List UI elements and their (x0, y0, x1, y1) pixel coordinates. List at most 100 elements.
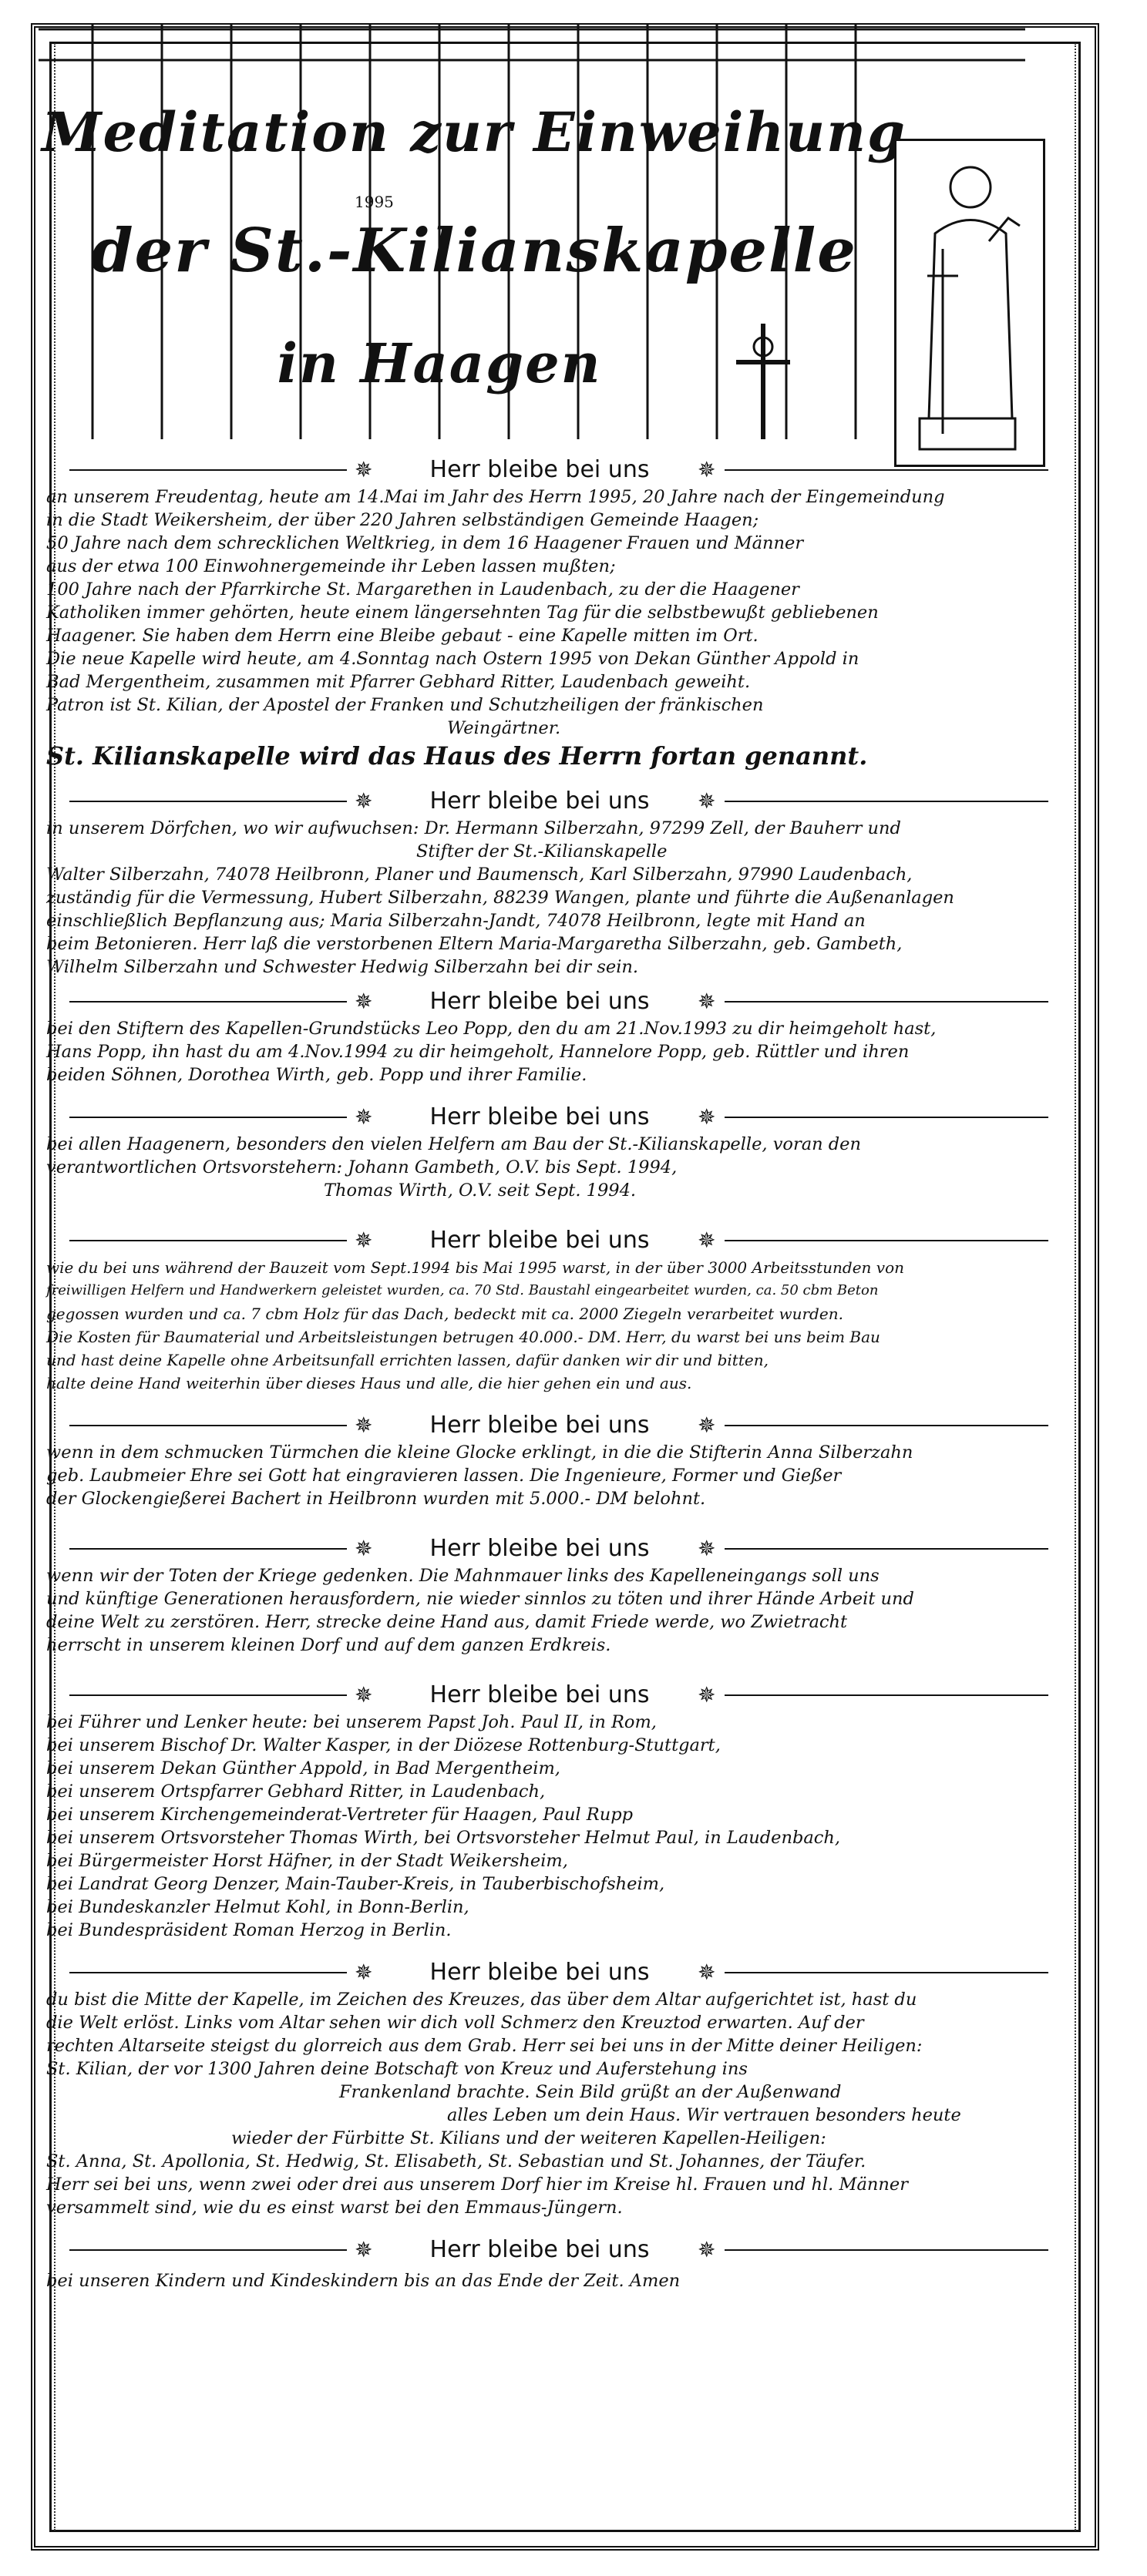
refrain-divider: ✵ Herr bleibe bei uns ✵ (46, 455, 1071, 485)
text-line: Stifter der St.-Kilianskapelle (416, 841, 668, 861)
section-5: wie du bei uns während der Bauzeit vom S… (46, 1256, 1071, 1395)
star-ornament-icon: ✵ (355, 788, 373, 814)
text-line: herrscht in unserem kleinen Dorf und auf… (46, 1635, 611, 1655)
text-line: verantwortlichen Ortsvorstehern: Johann … (46, 1157, 678, 1177)
header: Meditation zur Einweihung der St.-Kilian… (31, 23, 1045, 467)
refrain-label: Herr bleibe bei uns (429, 988, 650, 1015)
left-vine-ornament (37, 43, 56, 2531)
star-ornament-icon: ✵ (355, 1960, 373, 1985)
text-line: bei Bürgermeister Horst Häfner, in der S… (46, 1851, 568, 1871)
star-ornament-icon: ✵ (355, 1536, 373, 1561)
decorative-border (49, 42, 1081, 2532)
star-ornament-icon: ✵ (355, 1682, 373, 1708)
text-line: Frankenland brachte. Sein Bild grüßt an … (339, 2082, 842, 2102)
star-ornament-icon: ✵ (698, 1960, 716, 1985)
text-line: und hast deine Kapelle ohne Arbeitsunfal… (46, 1351, 769, 1369)
section-3: bei den Stiftern des Kapellen-Grundstück… (46, 1017, 1071, 1086)
saint-kilian-figure (918, 166, 1021, 451)
refrain-label: Herr bleibe bei uns (429, 1681, 650, 1708)
text-line: bei unserem Ortspfarrer Gebhard Ritter, … (46, 1782, 546, 1802)
section-9: du bist die Mitte der Kapelle, im Zeiche… (46, 1988, 1071, 2219)
text-line: Die Kosten für Baumaterial und Arbeitsle… (46, 1328, 880, 1346)
text-line: deine Welt zu zerstören. Herr, strecke d… (46, 1612, 847, 1632)
refrain-divider: ✵ Herr bleibe bei uns ✵ (46, 2235, 1071, 2265)
text-line: 50 Jahre nach dem schrecklichen Weltkrie… (46, 533, 804, 553)
text-line: freiwilligen Helfern und Handwerkern gel… (46, 1282, 879, 1298)
text-line: bei unserem Kirchengemeinderat-Vertreter… (46, 1805, 634, 1825)
refrain-divider: ✵ Herr bleibe bei uns ✵ (46, 786, 1071, 817)
text-line: in die Stadt Weikersheim, der über 220 J… (46, 510, 759, 530)
window-bars-ornament (39, 23, 1025, 439)
star-ornament-icon: ✵ (355, 989, 373, 1014)
header-year: 1995 (355, 193, 394, 211)
star-ornament-icon: ✵ (355, 1104, 373, 1130)
text-line: bei unserem Dekan Günther Appold, in Bad… (46, 1758, 560, 1778)
title-line-2: der St.-Kilianskapelle (91, 216, 857, 286)
section-1: an unserem Freudentag, heute am 14.Mai i… (46, 485, 1071, 772)
star-ornament-icon: ✵ (355, 1412, 373, 1438)
star-ornament-icon: ✵ (698, 1536, 716, 1561)
text-line: versammelt sind, wie du es einst warst b… (46, 2198, 623, 2218)
refrain-label: Herr bleibe bei uns (429, 1412, 650, 1439)
text-line: Die neue Kapelle wird heute, am 4.Sonnta… (46, 649, 859, 669)
text-line: halte deine Hand weiterhin über dieses H… (46, 1374, 692, 1392)
refrain-divider: ✵ Herr bleibe bei uns ✵ (46, 1680, 1071, 1711)
text-line: rechten Altarseite steigst du glorreich … (46, 2036, 923, 2056)
section-4: bei allen Haagenern, besonders den viele… (46, 1133, 1071, 1202)
text-line: geb. Laubmeier Ehre sei Gott hat eingrav… (46, 1466, 842, 1486)
text-line: wenn in dem schmucken Türmchen die klein… (46, 1442, 913, 1463)
text-line: Hans Popp, ihn hast du am 4.Nov.1994 zu … (46, 1042, 910, 1062)
star-ornament-icon: ✵ (355, 457, 373, 482)
refrain-label: Herr bleibe bei uns (429, 1959, 650, 1986)
text-line: bei unserem Bischof Dr. Walter Kasper, i… (46, 1735, 721, 1755)
text-line: St. Anna, St. Apollonia, St. Hedwig, St.… (46, 2151, 866, 2171)
text-line: beiden Söhnen, Dorothea Wirth, geb. Popp… (46, 1065, 587, 1085)
text-line: die Welt erlöst. Links vom Altar sehen w… (46, 2013, 864, 2033)
star-ornament-icon: ✵ (698, 457, 716, 482)
text-line: in unserem Dörfchen, wo wir aufwuchsen: … (46, 818, 901, 838)
right-vine-ornament (1075, 43, 1093, 2531)
refrain-divider: ✵ Herr bleibe bei uns ✵ (46, 1102, 1071, 1133)
star-ornament-icon: ✵ (698, 1104, 716, 1130)
star-ornament-icon: ✵ (355, 2237, 373, 2262)
star-ornament-icon: ✵ (698, 1682, 716, 1708)
refrain-label: Herr bleibe bei uns (429, 456, 650, 483)
section-10: bei unseren Kindern und Kindeskindern bi… (46, 2269, 1071, 2292)
star-ornament-icon: ✵ (698, 1228, 716, 1253)
refrain-divider: ✵ Herr bleibe bei uns ✵ (46, 1957, 1071, 1988)
text-line: bei allen Haagenern, besonders den viele… (46, 1134, 861, 1154)
text-line: zuständig für die Vermessung, Hubert Sil… (46, 888, 954, 908)
text-line: Haagener. Sie haben dem Herrn eine Bleib… (46, 626, 758, 646)
text-line: wenn wir der Toten der Kriege gedenken. … (46, 1566, 880, 1586)
star-ornament-icon: ✵ (698, 989, 716, 1014)
text-line: bei Bundeskanzler Helmut Kohl, in Bonn-B… (46, 1897, 469, 1917)
refrain-label: Herr bleibe bei uns (429, 1227, 650, 1254)
refrain-label: Herr bleibe bei uns (429, 1103, 650, 1130)
text-line: 100 Jahre nach der Pfarrkirche St. Marga… (46, 579, 799, 599)
text-line: Thomas Wirth, O.V. seit Sept. 1994. (324, 1181, 637, 1201)
section-6: wenn in dem schmucken Türmchen die klein… (46, 1441, 1071, 1510)
text-line: bei Landrat Georg Denzer, Main-Tauber-Kr… (46, 1874, 665, 1894)
star-ornament-icon: ✵ (355, 1228, 373, 1253)
section-2: in unserem Dörfchen, wo wir aufwuchsen: … (46, 817, 1071, 979)
text-line: und künftige Generationen herausfordern,… (46, 1589, 914, 1609)
text-line: an unserem Freudentag, heute am 14.Mai i… (46, 487, 945, 507)
text-line: beim Betonieren. Herr laß die verstorben… (46, 934, 903, 954)
refrain-label: Herr bleibe bei uns (429, 1535, 650, 1562)
text-line: wie du bei uns während der Bauzeit vom S… (46, 1258, 904, 1277)
text-line: bei unserem Ortsvorsteher Thomas Wirth, … (46, 1828, 841, 1848)
text-line: St. Kilianskapelle wird das Haus des Her… (46, 741, 868, 771)
text-line: Wilhelm Silberzahn und Schwester Hedwig … (46, 957, 639, 977)
refrain-label: Herr bleibe bei uns (429, 788, 650, 814)
section-7: wenn wir der Toten der Kriege gedenken. … (46, 1564, 1071, 1657)
star-ornament-icon: ✵ (698, 1412, 716, 1438)
refrain-divider: ✵ Herr bleibe bei uns ✵ (46, 1225, 1071, 1256)
text-line: alles Leben um dein Haus. Wir vertrauen … (447, 2105, 961, 2125)
star-ornament-icon: ✵ (698, 788, 716, 814)
text-line: gegossen wurden und ca. 7 cbm Holz für d… (46, 1305, 843, 1323)
text-line: St. Kilian, der vor 1300 Jahren deine Bo… (46, 2059, 748, 2079)
saint-figure-panel (894, 139, 1045, 467)
text-line: aus der etwa 100 Einwohnergemeinde ihr L… (46, 556, 616, 576)
text-line: Patron ist St. Kilian, der Apostel der F… (46, 695, 764, 715)
refrain-divider: ✵ Herr bleibe bei uns ✵ (46, 1533, 1071, 1564)
